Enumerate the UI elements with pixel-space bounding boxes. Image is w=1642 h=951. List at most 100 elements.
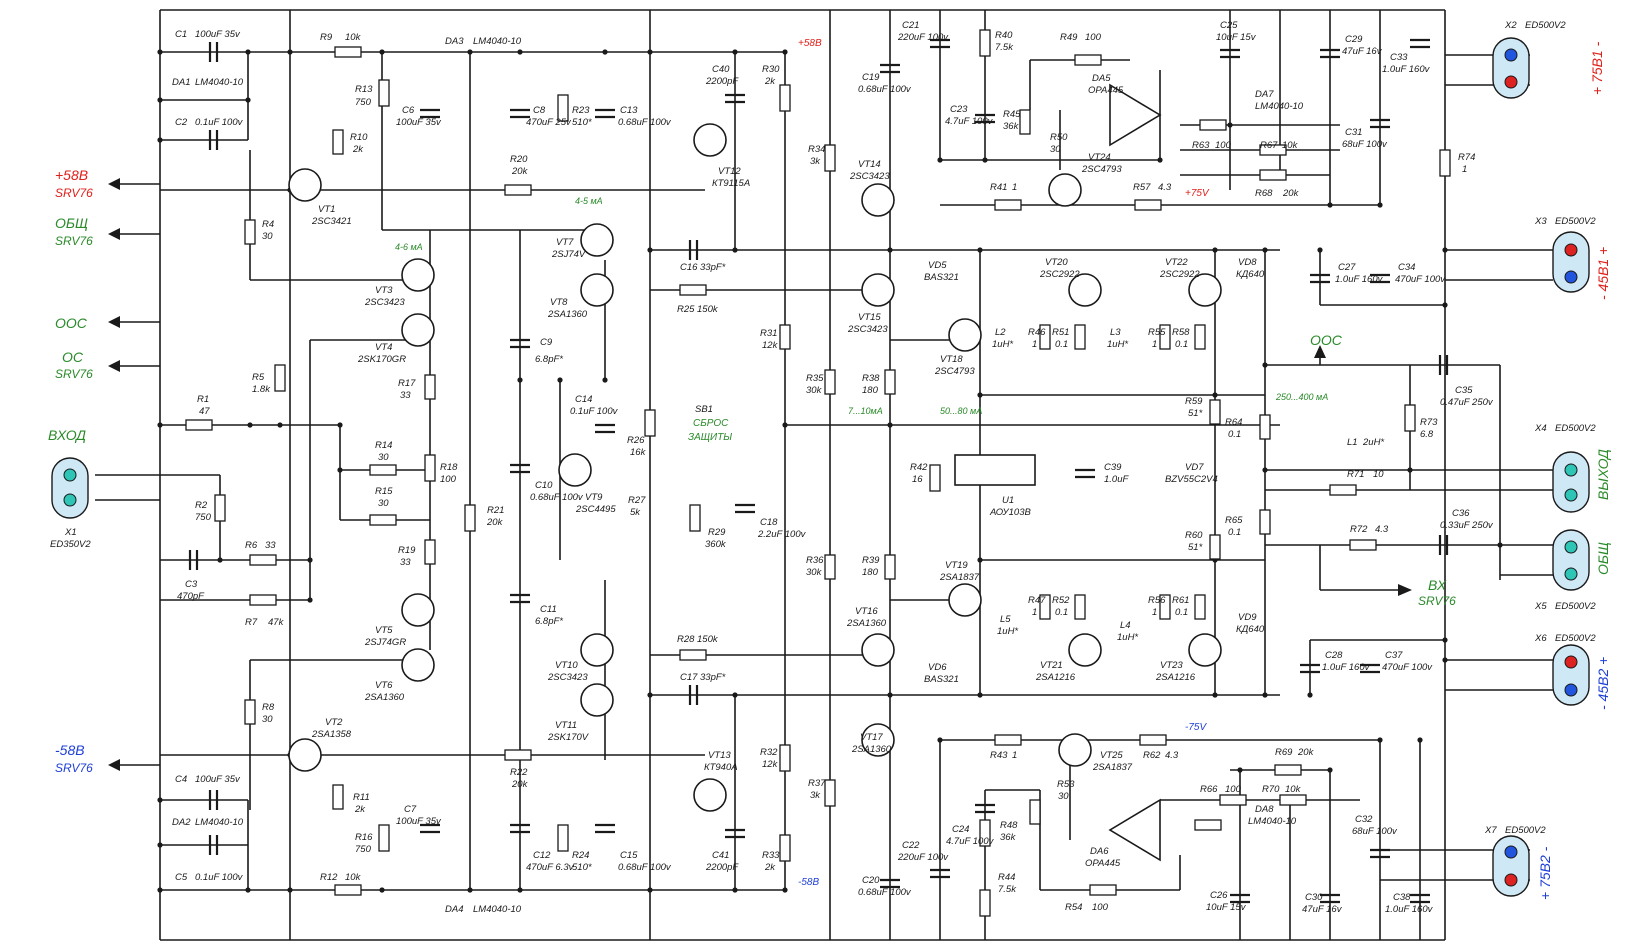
C30-val: 47uF 16v — [1302, 904, 1343, 915]
R47-val: 1 — [1032, 607, 1037, 618]
R7-val: 47k — [268, 617, 285, 628]
R6-ref: R6 — [245, 540, 258, 551]
R50-val: 30 — [1050, 144, 1061, 155]
C25-val: 10uF 15v — [1216, 32, 1257, 43]
R21-val: 20k — [486, 517, 504, 528]
R61-val: 0.1 — [1175, 607, 1188, 618]
C6-val: 100uF 35v — [396, 117, 442, 128]
R37-val: 3k — [810, 790, 821, 801]
C7-val: 100uF 35v — [396, 816, 442, 827]
R20-val: 20k — [511, 166, 529, 177]
gnd-label: ОБЩ — [1595, 542, 1611, 575]
C18-val: 2.2uF 100v — [757, 529, 807, 540]
R43-ref: R43 — [990, 750, 1008, 761]
L1-ref: L1 — [1347, 437, 1358, 448]
R12-val: 10k — [345, 872, 362, 883]
R29-val: 360k — [705, 539, 727, 550]
R48-ref: R48 — [1000, 820, 1018, 831]
connectors — [51, 37, 1590, 897]
C2-val: 0.1uF 100v — [195, 117, 244, 128]
x7-part: ED500V2 — [1505, 825, 1546, 836]
R68-val: 20k — [1282, 188, 1300, 199]
DA4-val: LM4040-10 — [473, 904, 522, 915]
sig-oc: ОС — [62, 349, 84, 365]
C24-ref: C24 — [952, 824, 969, 835]
sig-neg58-sub: SRV76 — [55, 761, 93, 775]
R49-val: 100 — [1085, 32, 1102, 43]
VT19-val: 2SA1837 — [939, 572, 980, 583]
resistor-bodies — [185, 29, 1451, 917]
R39-ref: R39 — [862, 555, 880, 566]
R19-val: 33 — [400, 557, 411, 568]
R74-val: 1 — [1462, 164, 1467, 175]
C5-val: 0.1uF 100v — [195, 872, 244, 883]
R49-ref: R49 — [1060, 32, 1078, 43]
R45-val: 36k — [1003, 121, 1020, 132]
R63-ref: R63 — [1192, 140, 1210, 151]
rail-pos58: +58В — [798, 38, 822, 49]
x6-part: ED500V2 — [1555, 633, 1596, 644]
C34-val: 470uF 100v — [1395, 274, 1446, 285]
DA8-val: LM4040-10 — [1248, 816, 1297, 827]
C21-ref: C21 — [902, 20, 919, 31]
DA3-ref: DA3 — [445, 36, 464, 47]
R8-val: 30 — [262, 714, 273, 725]
R23-val: 510* — [572, 117, 592, 128]
C3-ref: C3 — [185, 579, 198, 590]
R69-val: 20k — [1297, 747, 1315, 758]
C36-ref: C36 — [1452, 508, 1470, 519]
VT3-val: 2SC3423 — [364, 297, 405, 308]
R26-val: 16k — [630, 447, 647, 458]
DA8-ref: DA8 — [1255, 804, 1274, 815]
C38-ref: C38 — [1393, 892, 1411, 903]
R60-ref: R60 — [1185, 530, 1203, 541]
R6-val: 33 — [265, 540, 276, 551]
C36-val: 0.33uF 250v — [1440, 520, 1494, 531]
VT7-val: 2SJ74V — [551, 249, 587, 260]
R2-val: 750 — [195, 512, 212, 523]
x6-voltage: - 45В2 + — [1595, 657, 1611, 710]
VT24-val: 2SC4793 — [1081, 164, 1122, 175]
VT25-ref: VT25 — [1100, 750, 1123, 761]
VT22-val: 2SC2922 — [1159, 269, 1200, 280]
output-label: ВЫХОД — [1595, 449, 1611, 500]
VT16-val: 2SA1360 — [846, 618, 887, 629]
C23-val: 4.7uF 100v — [945, 116, 994, 127]
C14-val: 0.1uF 100v — [570, 406, 619, 417]
R30-val: 2k — [764, 76, 776, 87]
C1-ref: C1 — [175, 29, 187, 40]
R28-val: 150k — [697, 634, 719, 645]
sig-pos58-sub: SRV76 — [55, 186, 93, 200]
C35-ref: C35 — [1455, 385, 1473, 396]
R36-val: 30k — [806, 567, 823, 578]
ooc-label: ООС — [1310, 332, 1343, 348]
R16-val: 750 — [355, 844, 372, 855]
R22-val: 20k — [511, 779, 529, 790]
VT5-val: 2SJ74GR — [364, 637, 406, 648]
R10-val: 2k — [352, 144, 364, 155]
VT13-val: КТ940А — [704, 762, 738, 773]
C8-ref: C8 — [533, 105, 546, 116]
R22-ref: R22 — [510, 767, 528, 778]
R9-val: 10k — [345, 32, 362, 43]
input-label: ВХОД — [48, 427, 86, 443]
sig-oc-sub: SRV76 — [55, 367, 93, 381]
current-vt3: 4-6 мА — [395, 242, 423, 252]
R71-val: 10 — [1373, 469, 1384, 480]
R72-ref: R72 — [1350, 524, 1368, 535]
R54-ref: R54 — [1065, 902, 1082, 913]
C40-ref: C40 — [712, 64, 730, 75]
C34-ref: C34 — [1398, 262, 1415, 273]
C18-ref: C18 — [760, 517, 778, 528]
x2-voltage: + 75В1 - — [1589, 41, 1605, 95]
VT13-ref: VT13 — [708, 750, 731, 761]
VT21-val: 2SA1216 — [1035, 672, 1076, 683]
C35-val: 0.47uF 250v — [1440, 397, 1494, 408]
C2-ref: C2 — [175, 117, 188, 128]
R68-ref: R68 — [1255, 188, 1273, 199]
current-vt18: 50...80 мА — [940, 406, 982, 416]
x2-ref: X2 — [1504, 20, 1517, 31]
R62-val: 4.3 — [1165, 750, 1179, 761]
L3-val: 1uH* — [1107, 339, 1128, 350]
R44-ref: R44 — [998, 872, 1015, 883]
